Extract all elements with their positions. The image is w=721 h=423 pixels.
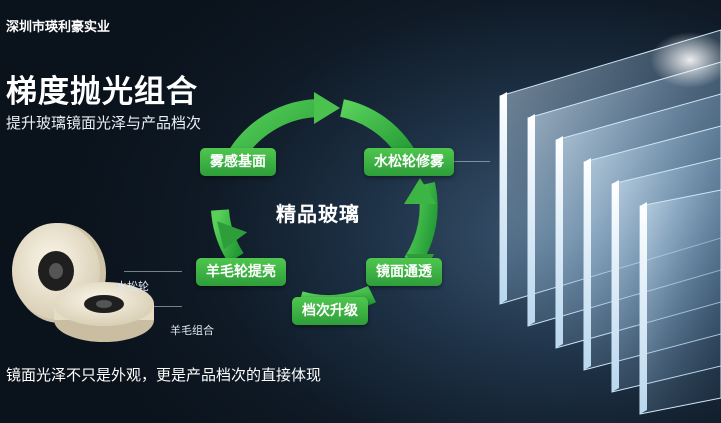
connector-line (124, 271, 182, 272)
cycle-center-label: 精品玻璃 (276, 202, 360, 226)
wheel2-label: 羊毛组合 (170, 324, 214, 337)
bottom-caption: 镜面光泽不只是外观，更是产品档次的直接体现 (6, 366, 322, 384)
arrow-right-icon (314, 92, 340, 124)
connector-line (452, 161, 490, 162)
company-name: 深圳市瑛利豪实业 (6, 20, 111, 35)
wheel1-label: 水松轮 (116, 280, 149, 293)
step-mirror-clear: 镜面通透 (366, 258, 442, 286)
arrow-up-icon (404, 178, 436, 204)
step-matte-base: 雾感基面 (200, 148, 276, 176)
foam-wheel-image (54, 282, 154, 342)
connector-line (148, 306, 182, 307)
step-wool-wheel: 羊毛轮提亮 (196, 258, 286, 286)
light-flare (650, 32, 721, 88)
arrow-down-icon (217, 221, 248, 250)
page-subtitle: 提升玻璃镜面光泽与产品档次 (6, 114, 202, 132)
page-title: 梯度抛光组合 (6, 74, 198, 110)
step-grade-upgrade: 档次升级 (292, 297, 368, 325)
step-cork-wheel: 水松轮修雾 (364, 148, 454, 176)
glass-panel (639, 189, 721, 415)
